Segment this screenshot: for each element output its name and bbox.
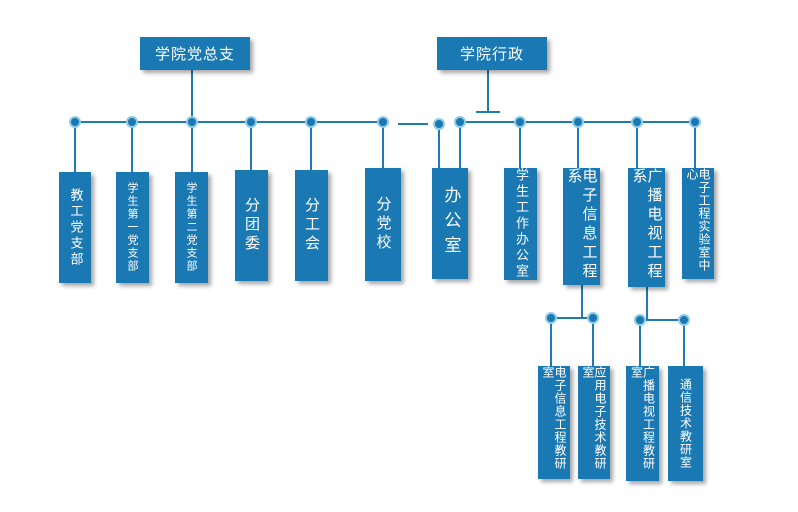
node-8 [514,116,526,128]
party-branch-box: 学院党总支 [140,37,250,70]
sub-box-applied-electronics-office: 应用电子技术教研室 [578,366,610,479]
sub-box-eie-teaching-office: 电子信息工程教研室 [538,366,570,479]
unit-box-student-party-branch-2: 学生第二党支部 [175,172,208,283]
node-1 [69,116,81,128]
node-7b [454,116,466,128]
unit-box-office: 办公室 [432,168,468,279]
unit-label: 学生第二党支部 [185,182,198,273]
unit-box-youth-league: 分团委 [235,170,268,281]
node-eie-1 [545,312,557,324]
unit-box-party-school: 分党校 [365,168,401,281]
node-11 [689,116,701,128]
unit-box-student-affairs-office: 学生工作办公室 [504,168,537,280]
node-eie-2 [587,312,599,324]
unit-box-student-party-branch-1: 学生第一党支部 [116,172,149,283]
unit-label: 电子工程实验室中心 [685,168,711,272]
administration-label: 学院行政 [459,45,524,63]
node-7 [433,118,445,130]
sub-unit-label: 通信技术教研室 [678,378,693,469]
node-4 [245,116,257,128]
unit-box-teachers-party-branch: 教工党支部 [59,172,91,283]
node-6 [377,116,389,128]
node-btv-1 [634,314,646,326]
party-branch-label: 学院党总支 [154,45,235,63]
unit-label: 分党校 [374,196,393,253]
sub-box-btv-teaching-office: 广播电视工程教研室 [626,366,659,481]
unit-label: 学生工作办公室 [513,168,528,280]
node-btv-2 [678,314,690,326]
unit-label: 分团委 [243,197,261,254]
unit-label: 学生第一党支部 [126,182,139,273]
node-3 [186,116,198,128]
sub-unit-label: 电子信息工程教研室 [541,366,567,470]
unit-box-union: 分工会 [295,170,328,281]
sub-unit-label: 应用电子技术教研室 [581,366,607,470]
node-9 [572,116,584,128]
unit-box-broadcast-tv-dept: 广播电视工程系 [628,168,665,287]
unit-label: 办公室 [440,186,461,261]
unit-box-electronic-info-dept: 电子信息工程系 [563,168,600,285]
node-2 [126,116,138,128]
unit-label: 分工会 [303,197,321,254]
unit-box-electronic-lab-center: 电子工程实验室中心 [682,168,714,279]
unit-label: 教工党支部 [67,187,83,268]
unit-label: 电子信息工程系 [565,168,599,282]
node-10 [631,116,643,128]
administration-box: 学院行政 [437,37,547,70]
unit-label: 广播电视工程系 [630,168,664,282]
sub-box-communication-office: 通信技术教研室 [668,366,703,481]
sub-unit-label: 广播电视工程教研室 [629,366,656,470]
node-5 [305,116,317,128]
